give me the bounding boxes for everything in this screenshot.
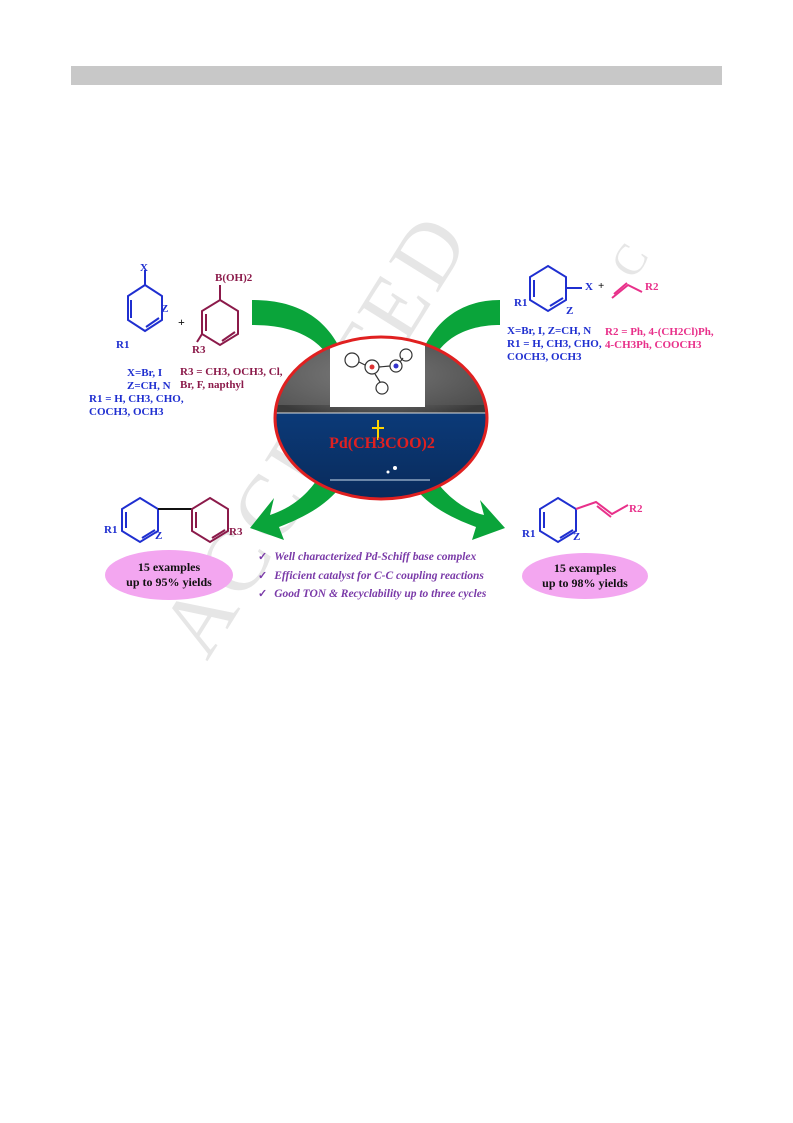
biaryl-z-label: Z (155, 530, 163, 542)
catalyst-label: Pd(CH3COO)2 (329, 435, 435, 452)
arrow-bottom-left (250, 475, 345, 540)
z-label: Z (161, 303, 169, 315)
biaryl-r1-label: R1 (104, 524, 118, 536)
plus-sign-left: + (178, 315, 185, 329)
heck-aryl-structure (529, 264, 582, 313)
boronic-acid-label: B(OH)2 (215, 272, 253, 284)
styrene-z-label: Z (573, 531, 581, 543)
styrene-r2-label: R2 (629, 503, 643, 515)
boronic-acid-conditions: R3 = CH3, OCH3, Cl, Br, F, napthyl (180, 366, 283, 391)
heck-r2-label: R2 (645, 281, 659, 293)
styrene-product-structure (539, 496, 629, 544)
plus-sign-right: + (598, 280, 605, 292)
catalyst-image (275, 337, 487, 499)
alkene-conditions: R2 = Ph, 4-(CH2Cl)Ph, 4-CH3Ph, COOCH3 (605, 326, 714, 351)
check-icon: ✓ (258, 551, 268, 563)
highlights-list: ✓Well characterized Pd-Schiff base compl… (258, 548, 486, 604)
highlight-item: ✓Well characterized Pd-Schiff base compl… (258, 548, 486, 567)
biaryl-r3-label: R3 (229, 526, 243, 538)
heck-conditions: X=Br, I, Z=CH, N R1 = H, CH3, CHO, COCH3… (507, 325, 602, 363)
aryl-halide-structure (127, 270, 163, 333)
r1-label: R1 (116, 339, 130, 351)
x-label: X (140, 262, 148, 274)
r3-label: R3 (192, 344, 206, 356)
alkene-structure (611, 282, 643, 299)
suzuki-yield-badge: 15 examples up to 95% yields (105, 550, 233, 600)
arrow-top-left (252, 300, 360, 388)
highlight-item: ✓Good TON & Recyclability up to three cy… (258, 585, 486, 604)
boronic-acid-structure (196, 285, 239, 347)
heck-x-label: X (585, 281, 593, 293)
highlight-item: ✓Efficient catalyst for C-C coupling rea… (258, 567, 486, 586)
heck-z-label: Z (566, 305, 574, 317)
biaryl-product-structure (121, 496, 229, 544)
arrow-bottom-right (410, 475, 505, 540)
heck-yield-badge: 15 examples up to 98% yields (522, 553, 648, 599)
aryl-halide-conditions: X=Br, I Z=CH, N R1 = H, CH3, CHO, COCH3,… (89, 367, 184, 418)
heck-r1-label: R1 (514, 297, 528, 309)
header-bar (71, 66, 722, 85)
check-icon: ✓ (258, 569, 268, 582)
styrene-r1-label: R1 (522, 528, 536, 540)
check-icon: ✓ (258, 588, 268, 600)
